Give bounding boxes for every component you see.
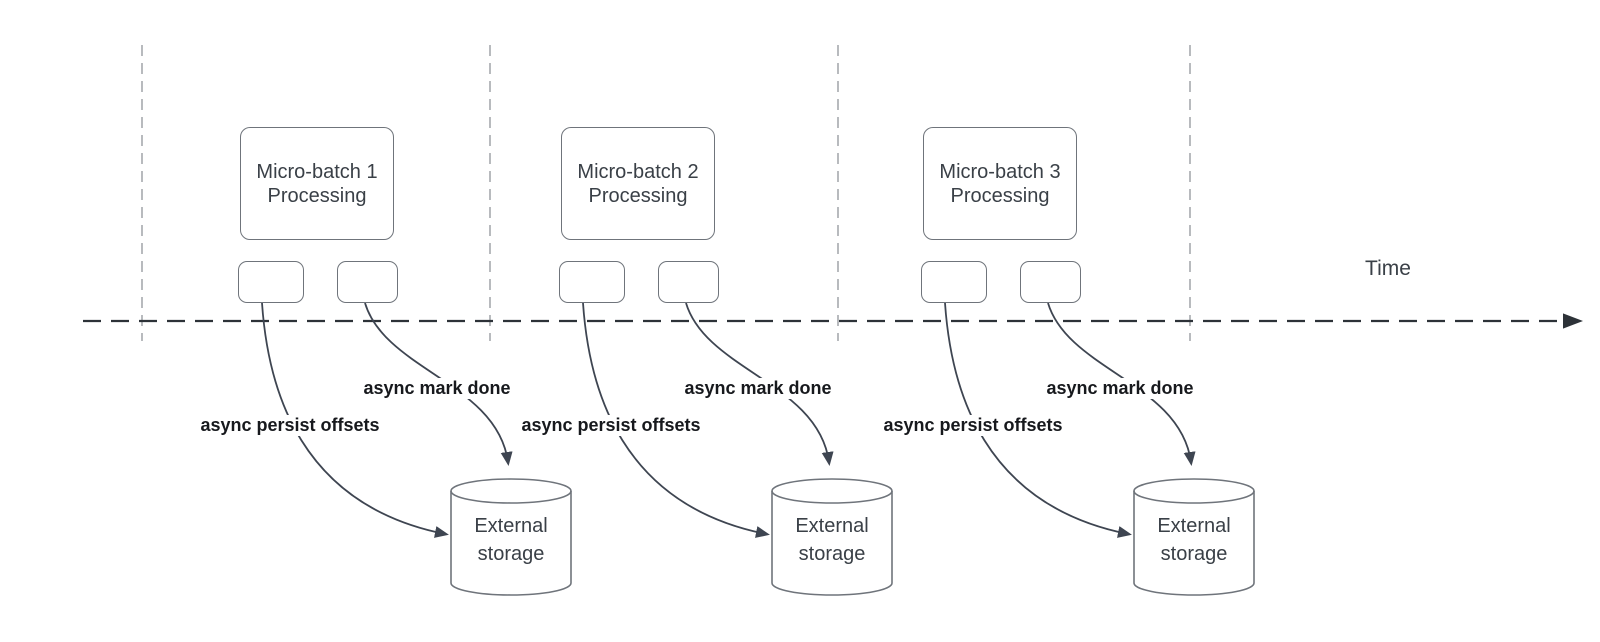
- time-axis-arrowhead-icon: [1563, 313, 1583, 329]
- external-storage-label: External storage: [1134, 512, 1254, 568]
- micro-batch-box-line2: Processing: [588, 184, 688, 207]
- external-storage-label: External storage: [451, 512, 571, 568]
- external-storage-line2: storage: [477, 543, 545, 565]
- persist-offsets-task-box: [921, 261, 987, 303]
- external-storage-line2: storage: [798, 543, 866, 565]
- external-storage-cylinder-rim: [450, 490, 572, 504]
- external-storage-line1: External: [795, 515, 869, 537]
- persist-offsets-label: async persist offsets: [197, 415, 383, 436]
- micro-batch-box-line1: Micro-batch 2: [577, 160, 699, 183]
- micro-batch-box-line2: Processing: [950, 184, 1050, 207]
- mark-done-label: async mark done: [360, 378, 514, 399]
- section-arrows-3: [944, 302, 1255, 596]
- micro-batch-box-line1: Micro-batch 1: [256, 160, 378, 183]
- external-storage-line2: storage: [1160, 543, 1228, 565]
- mark-done-task-box: [337, 261, 398, 303]
- micro-batch-box: Micro-batch 1 Processing: [240, 127, 394, 240]
- micro-batch-box-line1: Micro-batch 3: [939, 160, 1061, 183]
- mark-done-task-box: [1020, 261, 1081, 303]
- external-storage-cylinder: [771, 478, 893, 596]
- persist-offsets-arrow: [261, 302, 449, 538]
- persist-offsets-task-box: [559, 261, 625, 303]
- mark-done-task-box: [658, 261, 719, 303]
- persist-offsets-arrow: [944, 302, 1132, 538]
- persist-offsets-arrow: [582, 302, 770, 538]
- external-storage-cylinder-rim: [771, 490, 893, 504]
- external-storage-cylinder: [1133, 478, 1255, 596]
- mark-done-label: async mark done: [681, 378, 835, 399]
- micro-batch-box-line2: Processing: [267, 184, 367, 207]
- external-storage-label: External storage: [772, 512, 892, 568]
- external-storage-cylinder: [450, 478, 572, 596]
- micro-batch-box: Micro-batch 3 Processing: [923, 127, 1077, 240]
- persist-offsets-label: async persist offsets: [880, 415, 1066, 436]
- external-storage-line1: External: [1157, 515, 1231, 537]
- time-axis-label: Time: [1365, 257, 1411, 280]
- external-storage-cylinder-rim: [1133, 490, 1255, 504]
- persist-offsets-label: async persist offsets: [518, 415, 704, 436]
- external-storage-line1: External: [474, 515, 548, 537]
- persist-offsets-task-box: [238, 261, 304, 303]
- micro-batch-box: Micro-batch 2 Processing: [561, 127, 715, 240]
- mark-done-label: async mark done: [1043, 378, 1197, 399]
